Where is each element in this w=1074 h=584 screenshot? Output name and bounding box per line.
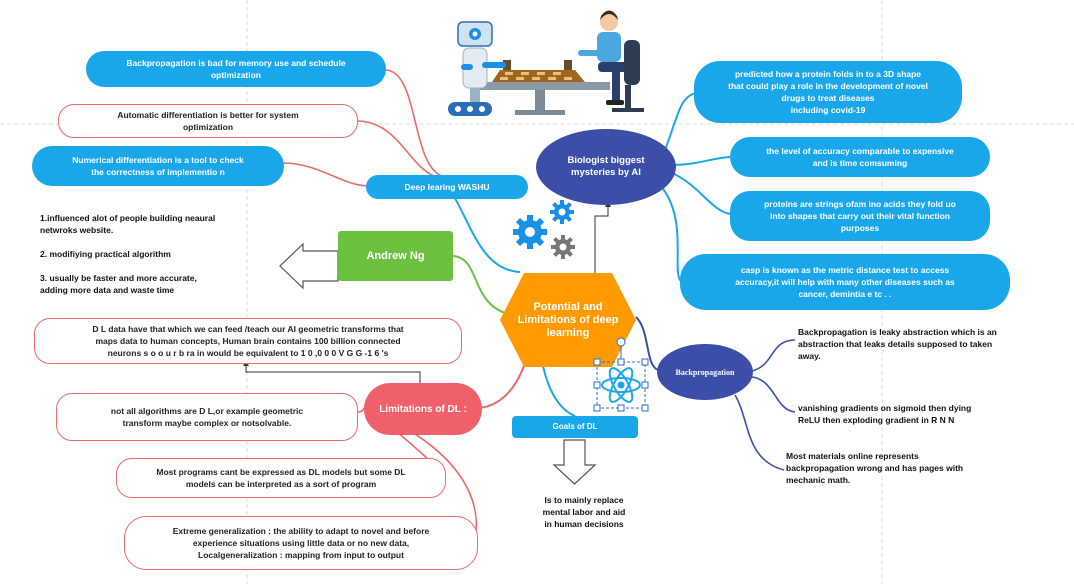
- biologist-child-protein[interactable]: predicted how a protein folds in to a 3D…: [694, 61, 962, 123]
- backprop-child-leaky[interactable]: Backpropagation is leaky abstraction whi…: [798, 327, 997, 361]
- limitations-child-not-all[interactable]: not all algorithms are D L,or example ge…: [56, 393, 358, 441]
- limitations-node[interactable]: Limitations of DL :: [364, 383, 482, 435]
- goals-text: Is to mainly replace mental labor and ai…: [542, 495, 626, 529]
- washu-child-numerical[interactable]: Numerical differentiation is a tool to c…: [32, 146, 284, 186]
- link-limit-dldata: [245, 364, 421, 383]
- link-bp-materials: [734, 394, 785, 471]
- link-washu-autodiff: [356, 120, 441, 179]
- link-center-biologist: [594, 205, 609, 273]
- limitations-child-dl-data[interactable]: D L data have that which we can feed /te…: [34, 318, 462, 364]
- andrew-ng-notes: 1.influenced alot of people building nea…: [40, 213, 216, 295]
- link-bp-leaky: [751, 339, 796, 372]
- link-bio-strings: [669, 171, 731, 215]
- limitations-child-generalization[interactable]: Extreme generalization : the ability to …: [124, 516, 478, 570]
- link-washu-numerical: [281, 162, 369, 187]
- center-hexagon: [500, 273, 636, 367]
- gears-icon: [513, 200, 575, 259]
- link-bp-vanishing: [751, 376, 796, 413]
- andrew-ng-node[interactable]: Andrew Ng: [338, 231, 453, 281]
- backprop-node[interactable]: Backpropagation: [675, 367, 735, 377]
- backprop-ellipse: [657, 344, 753, 400]
- atom-icon: [593, 337, 649, 412]
- biologist-child-casp[interactable]: casp is known as the metric distance tes…: [680, 254, 1010, 310]
- center-topic[interactable]: Potential and Limitations of deep learni…: [517, 300, 619, 339]
- washu-child-backprop-memory[interactable]: Backpropagation is bad for memory use an…: [86, 51, 386, 87]
- link-center-washu: [449, 189, 521, 273]
- link-bio-casp: [659, 184, 683, 283]
- link-washu-backprop-memory: [384, 69, 446, 178]
- arrow-down-icon: [552, 439, 597, 485]
- goals-node[interactable]: Goals of DL: [512, 416, 638, 438]
- biologist-child-accuracy[interactable]: the level of accuracy comparable to expe…: [730, 137, 990, 177]
- washu-child-autodiff[interactable]: Automatic differentiation is better for …: [58, 104, 358, 138]
- backprop-child-materials[interactable]: Most materials online represents backpro…: [786, 451, 964, 485]
- deep-learning-washu-node[interactable]: Deep learing WASHU: [366, 175, 528, 199]
- link-center-andrew: [452, 255, 506, 314]
- biologist-node[interactable]: Biologist biggest mysteries by AI: [567, 155, 645, 178]
- arrow-left-icon: [279, 242, 339, 290]
- link-center-backprop: [635, 316, 659, 371]
- backprop-child-vanishing[interactable]: vanishing gradients on sigmoid then dyin…: [798, 403, 972, 425]
- robot-chess-illustration-icon: [448, 10, 644, 116]
- limitations-child-most-programs[interactable]: Most programs cant be expressed as DL mo…: [116, 458, 446, 498]
- biologist-ellipse: [536, 129, 676, 205]
- link-bio-accuracy: [669, 156, 731, 166]
- biologist-child-strings[interactable]: proteins are strings ofam ino acids they…: [730, 191, 990, 241]
